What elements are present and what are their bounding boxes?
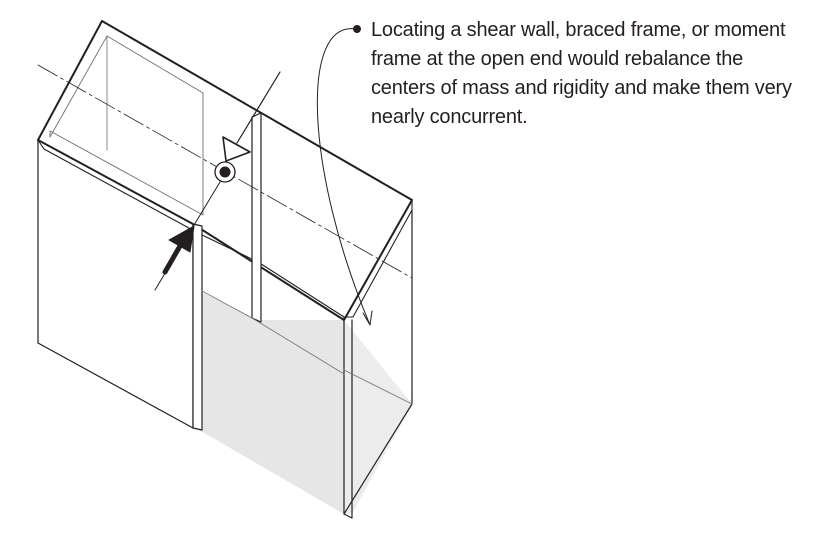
front-pier [192,223,203,431]
leader-line [316,28,371,326]
front-right-pier [343,316,353,519]
roof-inner-outline [49,35,204,216]
annotation-line-4: nearly concurrent. [371,106,528,128]
rigidity-arrow-shaft [236,71,281,144]
rigidity-arrow-head-icon [222,136,251,162]
force-arrow-shaft [162,243,183,275]
annotation-line-2: frame at the open end would rebalance th… [371,48,744,70]
open-end-outline [201,290,345,375]
annotation-line-3: centers of mass and rigidity and make th… [371,77,792,99]
center-dot-icon [219,166,231,178]
annotation-text: Locating a shear wall, braced frame, or … [371,16,821,132]
open-end-shading-right [344,320,412,514]
annotation-line-1: Locating a shear wall, braced frame, or … [371,19,786,41]
open-end-shading [199,291,344,514]
bullet-icon [353,25,361,33]
roof-edge [37,139,413,318]
open-end-floor-line [343,369,413,405]
leader-arrow-icon [362,310,373,326]
interior-wall [251,112,262,323]
force-arrow-head-icon [168,225,195,253]
